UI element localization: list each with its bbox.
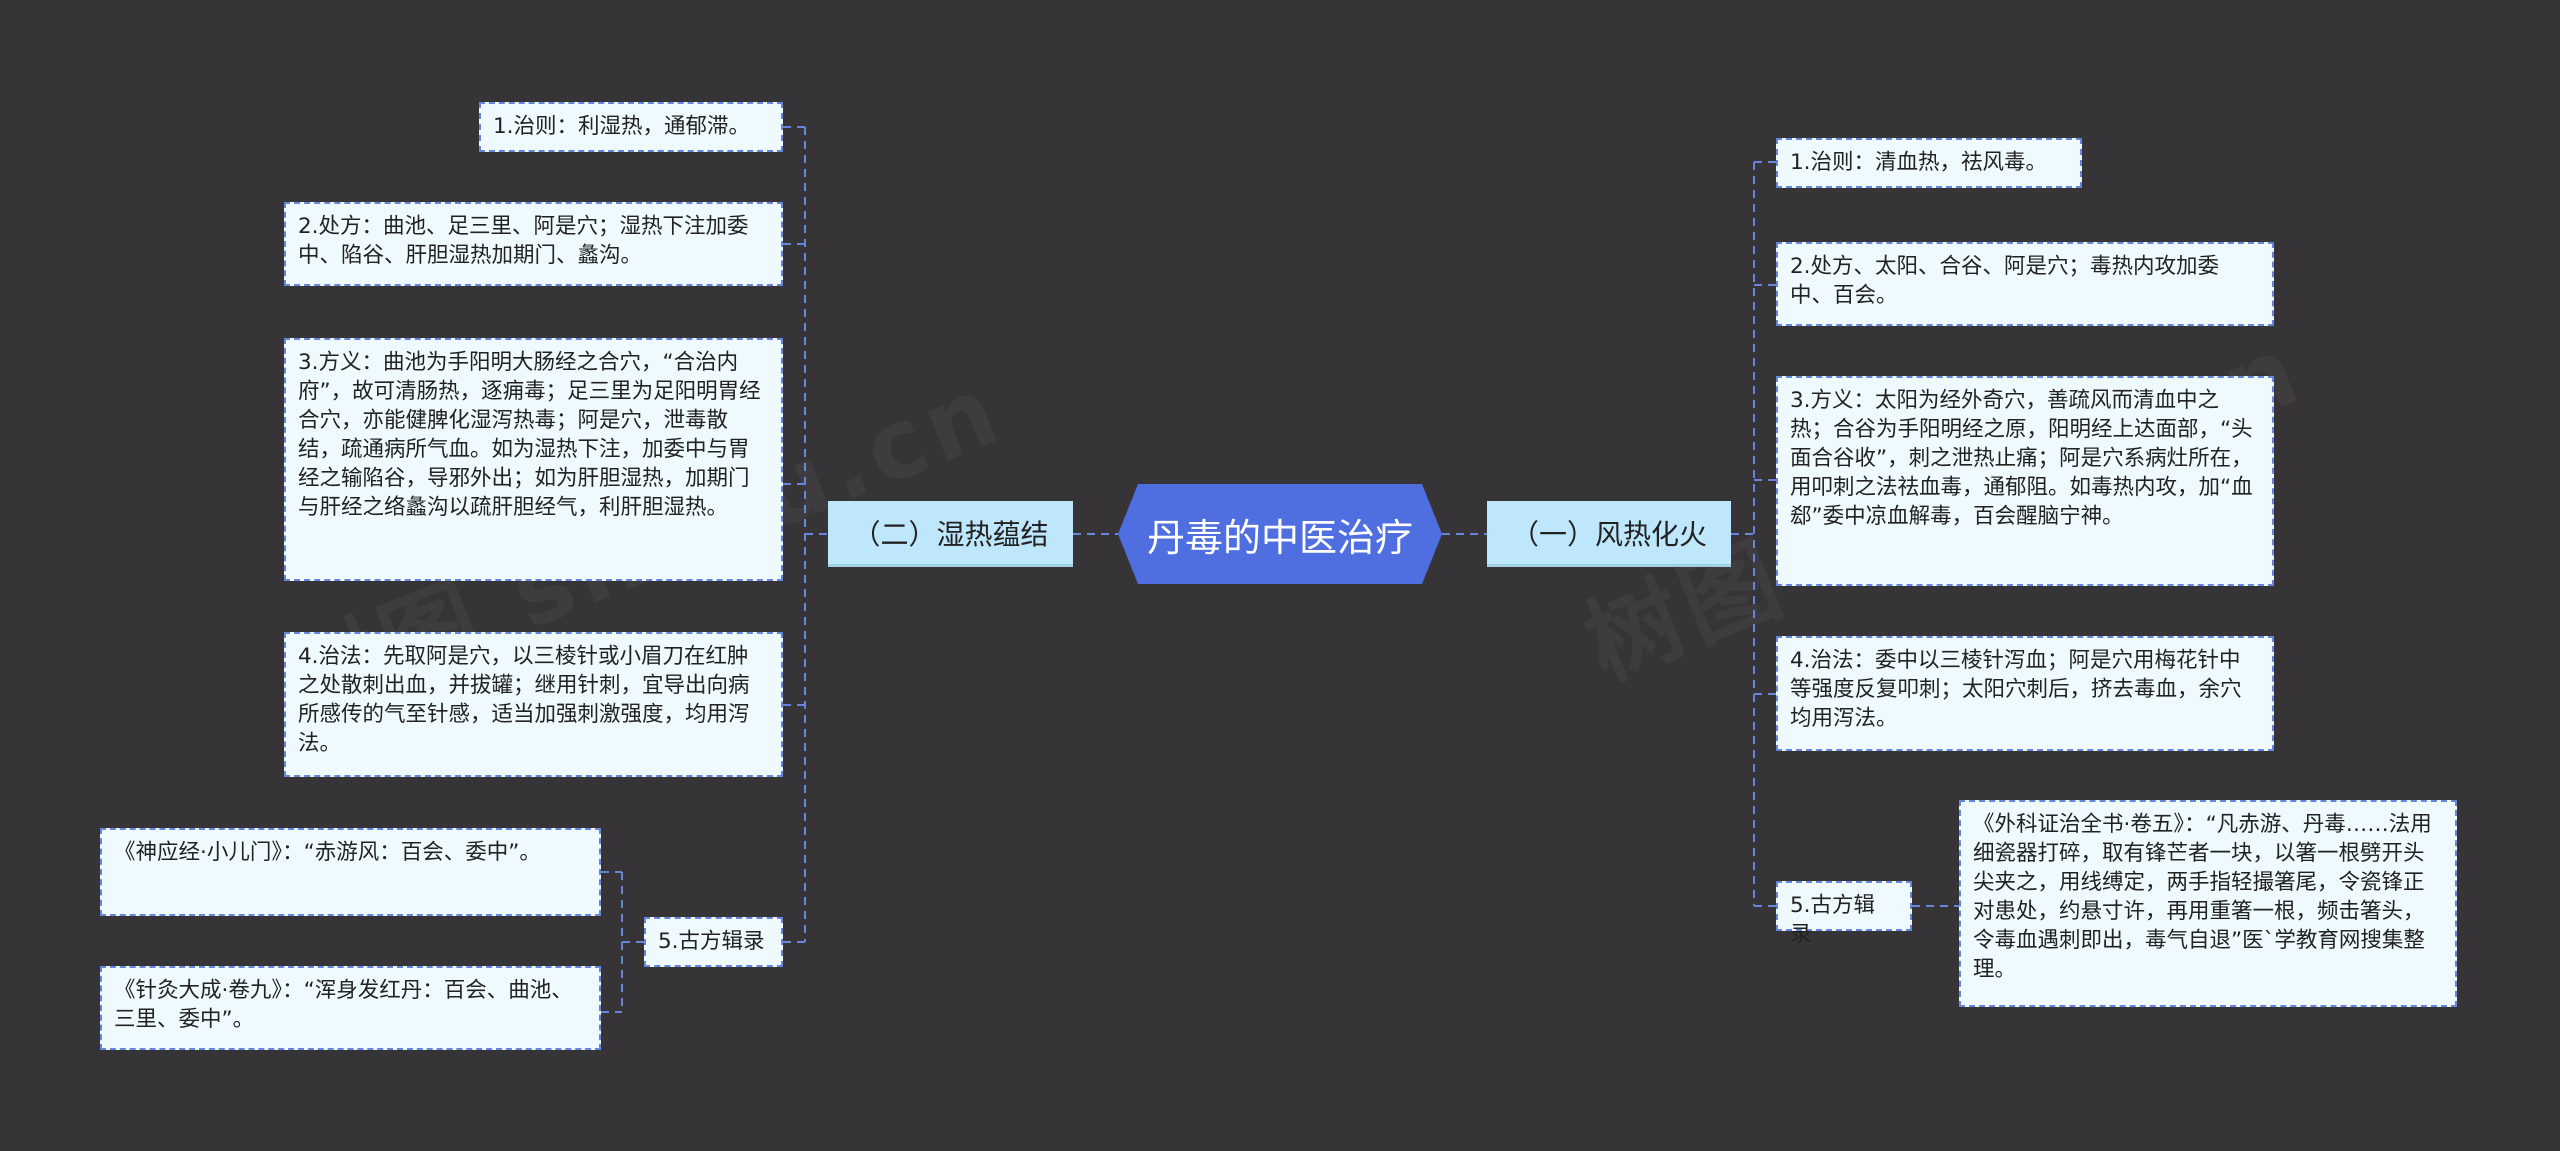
left-item-3[interactable]: 3.方义：曲池为手阳明大肠经之合穴，“合治内府”，故可清肠热，逐痈毒；足三里为足…: [284, 338, 783, 581]
left-item-5[interactable]: 5.古方辑录: [644, 917, 783, 967]
left-item-2[interactable]: 2.处方：曲池、足三里、阿是穴；湿热下注加委中、陷谷、肝胆湿热加期门、蠡沟。: [284, 202, 783, 286]
branch-label: （二）湿热蕴结: [852, 517, 1049, 551]
right-item-3[interactable]: 3.方义：太阳为经外奇穴，善疏风而清血中之热；合谷为手阳明经之原，阳明经上达面部…: [1776, 376, 2274, 586]
root-title: 丹毒的中医治疗: [1146, 515, 1413, 560]
branch-label: （一）风热化火: [1510, 517, 1707, 551]
left-sub-item-2[interactable]: 《针灸大成·卷九》：“浑身发红丹：百会、曲池、三里、委中”。: [100, 966, 601, 1050]
left-item-4[interactable]: 4.治法：先取阿是穴，以三棱针或小眉刀在红肿之处散刺出血，并拔罐；继用针刺，宜导…: [284, 632, 783, 777]
branch-left[interactable]: （二）湿热蕴结: [828, 501, 1073, 567]
right-item-1[interactable]: 1.治则：清血热，祛风毒。: [1776, 138, 2082, 188]
branch-right[interactable]: （一）风热化火: [1487, 501, 1731, 567]
left-item-1[interactable]: 1.治则：利湿热，通郁滞。: [479, 102, 783, 152]
right-item-5[interactable]: 5.古方辑录: [1776, 881, 1912, 947]
left-sub-item-1[interactable]: 《神应经·小儿门》：“赤游风：百会、委中”。: [100, 828, 601, 916]
root-node[interactable]: 丹毒的中医治疗: [1118, 484, 1442, 584]
right-item-2[interactable]: 2.处方、太阳、合谷、阿是穴；毒热内攻加委中、百会。: [1776, 242, 2274, 326]
right-item-4[interactable]: 4.治法：委中以三棱针泻血；阿是穴用梅花针中等强度反复叩刺；太阳穴刺后，挤去毒血…: [1776, 636, 2274, 751]
right-sub-item-1[interactable]: 《外科证治全书·卷五》：“凡赤游、丹毒……法用细瓷器打碎，取有锋芒者一块，以箸一…: [1959, 800, 2457, 1007]
